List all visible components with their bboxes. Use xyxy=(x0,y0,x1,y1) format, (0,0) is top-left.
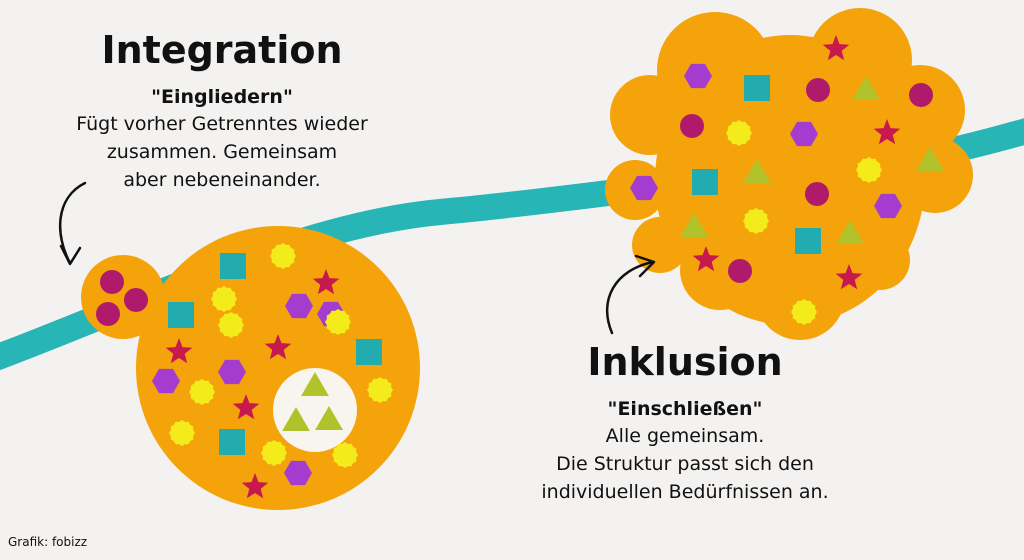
square-shape-15 xyxy=(356,339,382,365)
integration-blob xyxy=(81,226,420,510)
integration-subtitle: "Eingliedern" xyxy=(151,86,293,108)
hexagon-shape-46 xyxy=(874,193,902,219)
square-shape-31 xyxy=(744,75,770,101)
star-shape-26 xyxy=(241,473,269,499)
circle-shape-52 xyxy=(728,259,752,283)
integration-line-1: Fügt vorher Getrenntes wieder xyxy=(76,113,368,135)
square-shape-49 xyxy=(795,228,821,254)
integration-main-circle xyxy=(136,226,420,510)
hexagon-shape-16 xyxy=(218,359,246,385)
star-shape-33 xyxy=(822,35,850,61)
integration-side-circle xyxy=(81,255,165,339)
star-shape-14 xyxy=(264,334,292,360)
circle-shape-19 xyxy=(367,377,393,403)
inklusion-line-2: Die Struktur passt sich den xyxy=(556,453,814,475)
hexagon-shape-38 xyxy=(790,121,818,147)
circle-shape-35 xyxy=(909,83,933,107)
circle-shape-1 xyxy=(100,270,124,294)
arrow-to-inklusion xyxy=(606,260,655,335)
shapes-layer xyxy=(96,35,944,499)
inklusion-line-1: Alle gemeinsam. xyxy=(605,425,765,447)
inklusion-subtitle: "Einschließen" xyxy=(607,398,763,420)
hexagon-shape-30 xyxy=(684,63,712,89)
triangle-shape-47 xyxy=(680,213,708,237)
inklusion-text-block: Inklusion "Einschließen" Alle gemeinsam.… xyxy=(500,340,870,506)
star-shape-39 xyxy=(873,119,901,145)
hexagon-shape-24 xyxy=(284,460,312,486)
star-shape-13 xyxy=(165,338,193,364)
circle-shape-23 xyxy=(261,440,287,466)
hexagon-shape-8 xyxy=(285,293,313,319)
triangle-shape-28 xyxy=(282,407,310,431)
inklusion-title: Inklusion xyxy=(587,340,783,384)
circle-shape-5 xyxy=(270,243,296,269)
circle-shape-37 xyxy=(726,120,752,146)
triangle-shape-27 xyxy=(301,372,329,396)
circle-shape-36 xyxy=(680,114,704,138)
inklusion-blob xyxy=(605,8,973,340)
integration-text-block: Integration "Eingliedern" Fügt vorher Ge… xyxy=(36,28,408,194)
circle-shape-42 xyxy=(856,157,882,183)
integration-line-2: zusammen. Gemeinsam xyxy=(106,141,338,163)
integration-line-3: aber nebeneinander. xyxy=(123,169,321,191)
circle-shape-54 xyxy=(791,299,817,325)
circle-shape-18 xyxy=(189,379,215,405)
square-shape-9 xyxy=(168,302,194,328)
hexagon-shape-44 xyxy=(630,175,658,201)
triangle-shape-29 xyxy=(315,406,343,430)
triangle-shape-43 xyxy=(916,147,944,171)
circle-shape-45 xyxy=(805,182,829,206)
triangle-shape-50 xyxy=(836,220,864,244)
credit-label: Grafik: fobizz xyxy=(8,535,88,549)
triangle-shape-40 xyxy=(743,159,771,183)
inklusion-line-3: individuellen Bedürfnissen an. xyxy=(541,481,829,503)
integration-title: Integration xyxy=(101,28,343,72)
star-shape-20 xyxy=(232,394,260,420)
star-shape-51 xyxy=(692,246,720,272)
circle-shape-32 xyxy=(806,78,830,102)
arrow-to-inklusion-head xyxy=(634,254,656,278)
circle-shape-12 xyxy=(325,309,351,335)
square-shape-4 xyxy=(220,253,246,279)
circle-shape-48 xyxy=(743,208,769,234)
arrow-to-integration-head xyxy=(59,244,82,266)
square-shape-22 xyxy=(219,429,245,455)
circle-shape-11 xyxy=(218,312,244,338)
star-shape-53 xyxy=(835,264,863,290)
circle-shape-3 xyxy=(124,288,148,312)
circle-shape-7 xyxy=(211,286,237,312)
square-shape-41 xyxy=(692,169,718,195)
circle-shape-2 xyxy=(96,302,120,326)
triangle-shape-34 xyxy=(852,76,880,100)
hexagon-shape-17 xyxy=(152,368,180,394)
star-shape-6 xyxy=(312,269,340,295)
circle-shape-25 xyxy=(332,442,358,468)
circle-shape-21 xyxy=(169,420,195,446)
